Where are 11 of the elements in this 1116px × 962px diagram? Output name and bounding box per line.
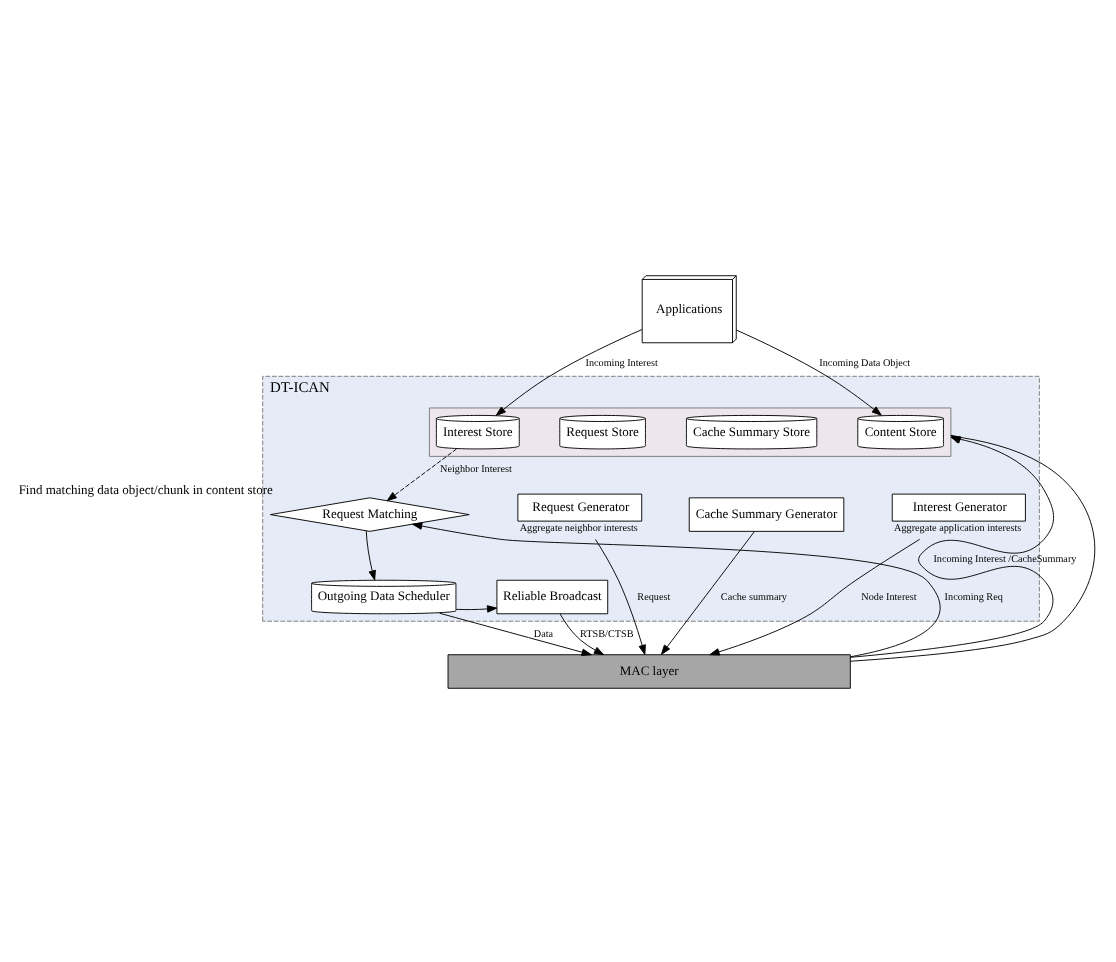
arrow <box>386 447 457 501</box>
arrow <box>559 612 605 655</box>
arrow <box>595 537 646 654</box>
arrow <box>735 328 882 415</box>
arrow <box>365 529 376 580</box>
arrow <box>495 328 643 415</box>
arrow <box>412 521 941 657</box>
arrow <box>438 611 592 655</box>
arrow <box>455 604 498 612</box>
arrow <box>660 530 755 654</box>
arrow <box>709 537 921 655</box>
